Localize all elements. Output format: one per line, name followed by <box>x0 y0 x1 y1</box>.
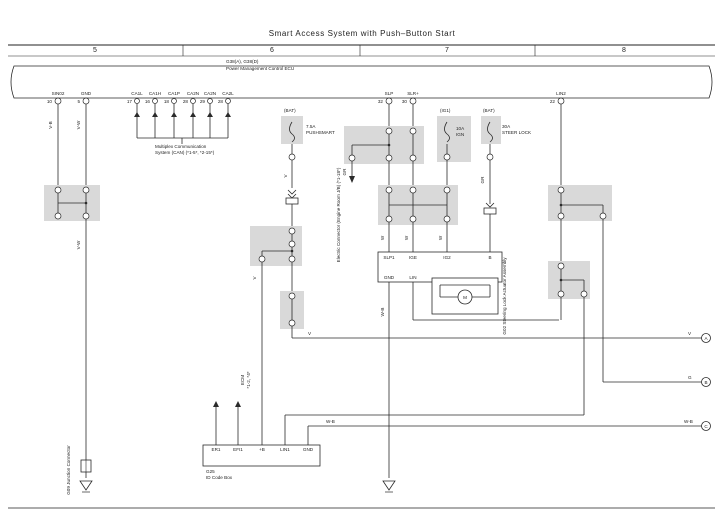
svg-text:(IG1): (IG1) <box>440 108 451 113</box>
steering-lock-actuator: SLP1 IGE IG2 B GND LIN M G02 Steering Lo… <box>377 251 559 493</box>
svg-text:(BAT): (BAT) <box>284 108 296 113</box>
column-8-circuit: G <box>548 104 702 415</box>
svg-text:ECM: ECM <box>240 375 245 385</box>
svg-text:C: C <box>704 424 708 429</box>
svg-text:G09 Junction Connector: G09 Junction Connector <box>66 445 71 495</box>
pin-name-gnd: GND <box>81 91 92 96</box>
svg-text:IGN: IGN <box>456 132 464 137</box>
svg-text:29: 29 <box>200 99 206 104</box>
ecu-pins: SIN02 GND CA1L CA1H CA1P CA2N CA2N CA2L … <box>52 91 567 96</box>
svg-text:IGE: IGE <box>409 255 417 260</box>
svg-text:Electric Connector (Engine Roo: Electric Connector (Engine Room J/B) (*1… <box>336 167 341 262</box>
svg-text:IG2: IG2 <box>443 255 451 260</box>
svg-text:(BAT): (BAT) <box>483 108 495 113</box>
column-5-circuit: V-B V-W V-W G09 Junction Connector <box>44 104 100 495</box>
svg-text:W: W <box>438 235 443 240</box>
svg-text:Multiplex Communication: Multiplex Communication <box>155 144 207 149</box>
svg-text:V: V <box>308 331 312 336</box>
pin-name-ca1l: CA1L <box>131 91 143 96</box>
svg-text:28: 28 <box>218 99 224 104</box>
column-5: 5 <box>93 47 97 54</box>
svg-text:A: A <box>704 336 708 341</box>
ecu-pin-numbers: 10 5 17 16 18 28 29 28 32 30 22 <box>47 97 565 105</box>
svg-text:W: W <box>380 235 385 240</box>
column-6: 6 <box>270 47 274 54</box>
ecu-label-1: G38(A), G38(D) <box>226 59 259 64</box>
svg-text:+B: +B <box>259 447 265 452</box>
svg-text:GND: GND <box>303 447 314 452</box>
svg-text:GR: GR <box>342 168 347 176</box>
svg-text:V-B: V-B <box>48 121 53 128</box>
svg-text:V: V <box>688 331 692 336</box>
pin-name-sinb2: SIN02 <box>52 91 65 96</box>
svg-text:10A: 10A <box>456 126 465 131</box>
svg-text:W-B: W-B <box>380 308 385 317</box>
svg-text:17: 17 <box>127 99 133 104</box>
ecu-block: G38(A), G38(D) Power Management Control … <box>10 59 713 99</box>
svg-text:G02 Steering Lock Actuator Ass: G02 Steering Lock Actuator Assembly <box>502 257 507 335</box>
svg-text:7.5A: 7.5A <box>306 124 316 129</box>
pin-name-ca2l: CA2L <box>222 91 234 96</box>
svg-text:V-W: V-W <box>76 120 81 129</box>
svg-text:G: G <box>688 375 692 380</box>
svg-text:W-B: W-B <box>684 419 693 424</box>
svg-text:B: B <box>704 380 707 385</box>
svg-text:30: 30 <box>402 99 408 104</box>
pin-name-ca1h: CA1H <box>149 91 161 96</box>
svg-text:32: 32 <box>378 99 384 104</box>
svg-text:22: 22 <box>550 99 556 104</box>
pin-name-slp: SLP <box>385 91 394 96</box>
pin-name-ca1p: CA1P <box>168 91 180 96</box>
column-8: 8 <box>622 47 626 54</box>
pin-name-ca2n: CA2N <box>187 91 199 96</box>
svg-text:30A: 30A <box>502 124 511 129</box>
svg-text:M: M <box>463 295 467 300</box>
svg-text:W: W <box>404 235 409 240</box>
svg-text:5: 5 <box>77 99 80 104</box>
svg-text:28: 28 <box>183 99 189 104</box>
ecu-label-2: Power Management Control ECU <box>226 66 294 71</box>
svg-text:SLP1: SLP1 <box>383 255 395 260</box>
ecm-arrows: ECM *1-2, *4* <box>213 371 251 445</box>
svg-text:V: V <box>283 174 288 178</box>
svg-text:W-B: W-B <box>326 419 335 424</box>
svg-text:System (CAN) (*1-5*, *2-15*): System (CAN) (*1-5*, *2-15*) <box>155 150 215 155</box>
svg-text:ID Code Box: ID Code Box <box>206 475 233 480</box>
svg-text:G25: G25 <box>206 469 215 474</box>
svg-text:*1-2, *4*: *1-2, *4* <box>246 371 251 388</box>
svg-text:10: 10 <box>47 99 53 104</box>
column-7: 7 <box>445 47 449 54</box>
diagram-title: Smart Access System with Push–Button Sta… <box>269 29 456 38</box>
pin-name-slr: SLR+ <box>407 91 419 96</box>
pin-name-ca2n2: CA2N <box>204 91 216 96</box>
can-lines: Multiplex Communication System (CAN) (*1… <box>134 104 231 155</box>
svg-text:18: 18 <box>164 99 170 104</box>
id-code-box: ER1 EFI1 +B LIN1 GND G25 ID Code Box W-B… <box>202 414 702 480</box>
off-page-connectors: A B C <box>701 333 711 431</box>
svg-text:GR: GR <box>480 176 485 184</box>
svg-text:GND: GND <box>384 275 395 280</box>
svg-text:LIN: LIN <box>409 275 416 280</box>
svg-text:PUSHSMART: PUSHSMART <box>306 130 335 135</box>
column-6-circuit: (BAT) 7.5A PUSHSMART V V V V <box>250 108 702 445</box>
svg-text:STEER LOCK: STEER LOCK <box>502 130 532 135</box>
svg-text:V-W: V-W <box>76 240 81 249</box>
column-7-circuit: GR Electric Connector (Engine Room J/B) … <box>336 104 532 262</box>
pin-name-lin2: LIN2 <box>556 91 566 96</box>
svg-text:16: 16 <box>145 99 151 104</box>
svg-text:V: V <box>252 276 257 280</box>
svg-text:LIN1: LIN1 <box>280 447 290 452</box>
svg-text:EFI1: EFI1 <box>233 447 243 452</box>
svg-text:ER1: ER1 <box>212 447 221 452</box>
svg-text:B: B <box>488 255 491 260</box>
